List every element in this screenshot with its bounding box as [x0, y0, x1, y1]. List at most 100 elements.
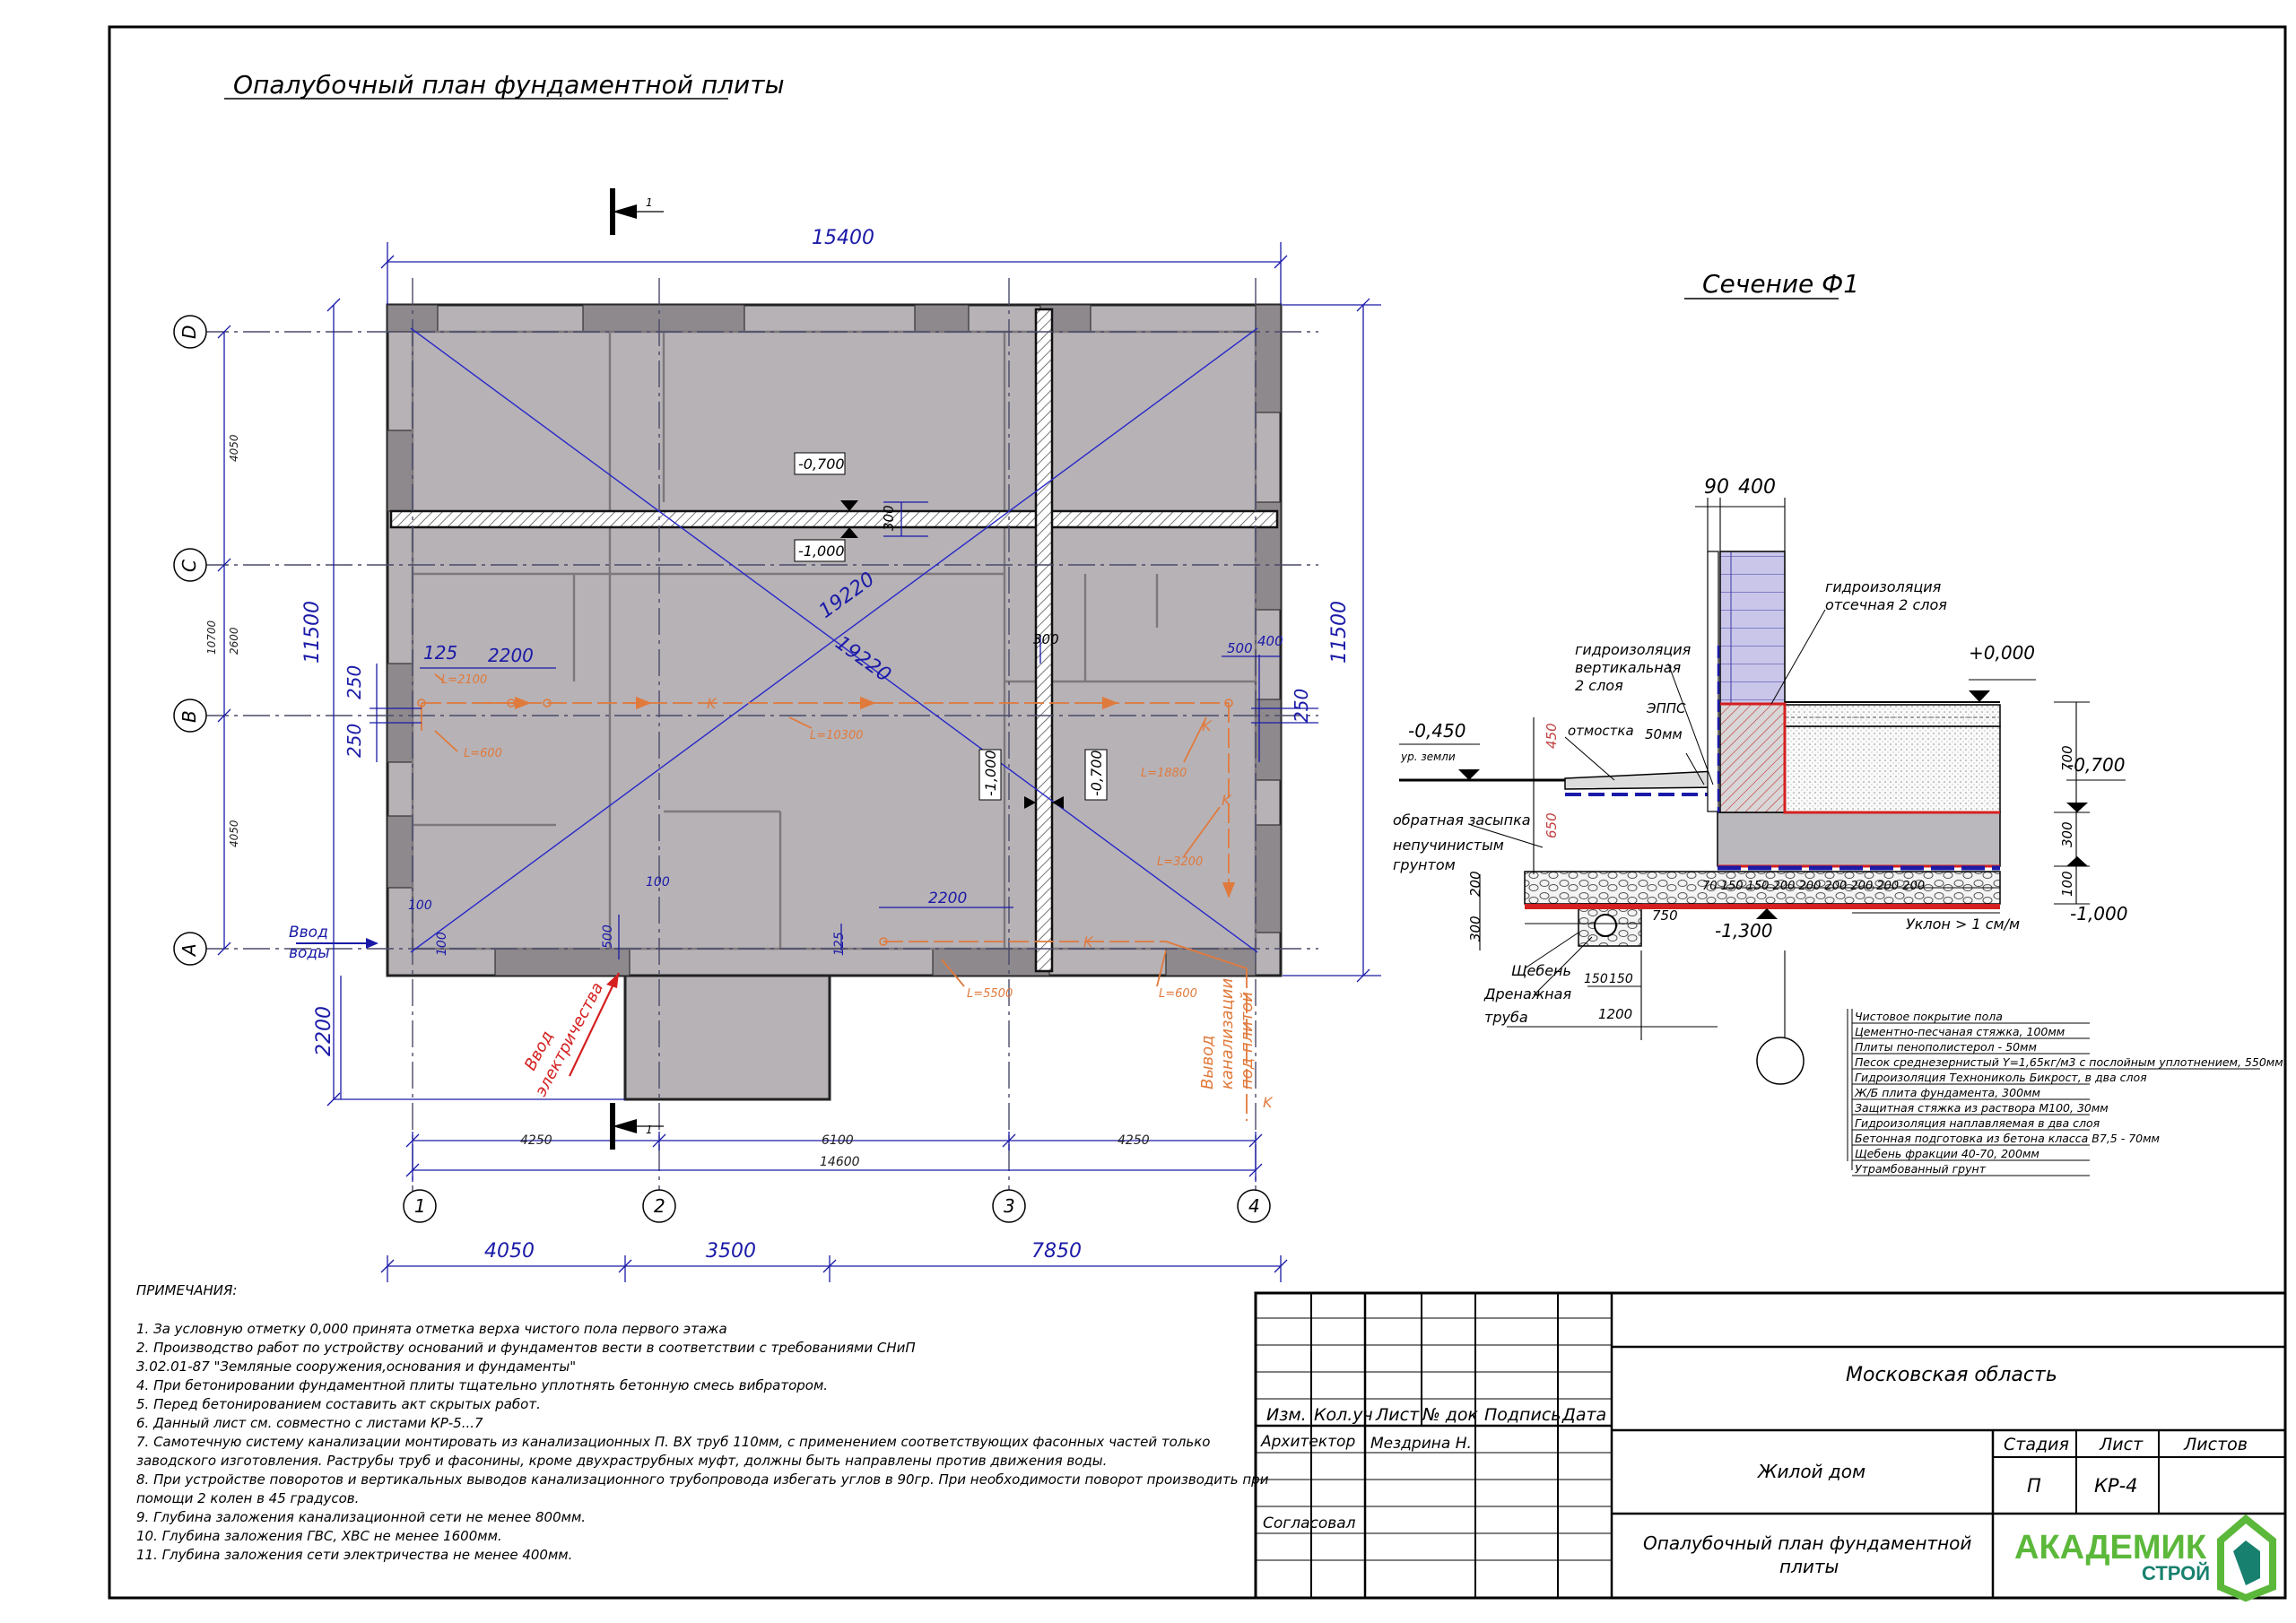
axis-row-d: D	[178, 325, 200, 339]
layer-item: Гидроизоляция Технониколь Бикрост, в два…	[1855, 1071, 2147, 1084]
pipe-label-L600b: L=600	[1159, 987, 1197, 1001]
stamp-region: Московская область	[1846, 1364, 2057, 1386]
layer-item: Щебень фракции 40-70, 200мм	[1855, 1147, 2039, 1160]
logo-house-inner-icon	[2233, 1541, 2260, 1585]
stamp-h-list: Лист	[1375, 1405, 1420, 1425]
level-1000-top: -1,000	[798, 542, 845, 560]
sheet-frame	[108, 25, 2287, 1600]
hydro-cut-line	[1720, 702, 2000, 814]
section-f1: Сечение Ф1	[1393, 269, 2283, 1176]
dim-4250-a: 4250	[520, 1133, 552, 1148]
logo-text-2: СТРОЙ	[2142, 1562, 2210, 1584]
level-marks	[840, 500, 1064, 809]
layers-legend-text: Чистовое покрытие пола Цементно-песчаная…	[1854, 1010, 2283, 1176]
sewer-lines	[421, 673, 1248, 1121]
water-input-label-1: Ввод	[289, 924, 328, 942]
lvl-0700-mark	[2066, 803, 2088, 812]
dim-300-v: 300	[1033, 631, 1059, 647]
stamp-h-ndoc: № док	[1422, 1405, 1479, 1425]
stamp-stage: П	[2027, 1475, 2041, 1497]
stamp-h-sheet: Лист	[2099, 1435, 2144, 1454]
pipe-label-L5500: L=5500	[967, 987, 1013, 1001]
note-line: 10. Глубина заложения ГВС, ХВС не менее …	[136, 1528, 502, 1544]
dim-4250-b: 4250	[1118, 1133, 1150, 1148]
note-line: 4. При бетонировании фундаментной плиты …	[136, 1377, 828, 1393]
floor-screed	[1784, 704, 2001, 727]
electric-input-arrowhead	[606, 973, 619, 988]
backfill-label-3: грунтом	[1393, 856, 1456, 873]
sec-dim-90: 90	[1704, 476, 1729, 499]
pipe-label-L10300: L=10300	[810, 729, 864, 742]
dim-10700: 10700	[205, 620, 218, 655]
level-box-1	[794, 452, 846, 475]
note-line: заводского изготовления. Раструбы труб и…	[136, 1453, 1107, 1469]
dim-400-right: 400	[1257, 633, 1283, 649]
note-line: 11. Глубина заложения сети электричества…	[136, 1547, 572, 1563]
note-line: 3.02.01-87 "Земляные сооружения,основани…	[136, 1358, 576, 1375]
pipe-k-2: K	[1202, 717, 1213, 734]
electric-input-label: Ввод электричества	[521, 979, 607, 1099]
axis-col-1: 1	[414, 1195, 426, 1217]
note-line: 8. При устройстве поворотов и вертикальн…	[136, 1471, 1269, 1488]
grid-bubble-section	[1756, 1037, 1805, 1085]
dim-500-right: 500	[1227, 640, 1253, 656]
drain-label-2: труба	[1484, 1009, 1528, 1026]
dim-300-h: 300	[881, 505, 897, 531]
pipe-k-3: K	[1222, 792, 1232, 809]
notes: ПРИМЕЧАНИЯ: 1. За условную отметку 0,000…	[136, 1282, 1269, 1563]
section-cut-top: 1	[610, 188, 664, 235]
stamp-h-sheets: Листов	[2183, 1435, 2248, 1454]
masonry-wall	[1719, 551, 1786, 705]
stamp-h-sign: Подпись	[1484, 1405, 1561, 1425]
dim-100-c: 100	[646, 875, 670, 890]
dim-4050-cd: 4050	[228, 434, 240, 462]
hydro-vert-label-3: 2 слоя	[1575, 677, 1623, 694]
stamp-role-arch: Архитектор	[1260, 1433, 1355, 1451]
pipe-label-L1880: L=1880	[1141, 767, 1187, 780]
drain-label-1: Дренажная	[1483, 985, 1571, 1002]
layer-item: Чистовое покрытие пола	[1855, 1010, 2003, 1023]
note-line: 1. За условную отметку 0,000 принята отм…	[136, 1321, 727, 1337]
dimension-lines	[217, 242, 1381, 1282]
stamp-h-date: Дата	[1561, 1405, 1606, 1425]
stamp-name-arch: Мездрина Н.	[1370, 1435, 1472, 1453]
otmostka	[1564, 770, 1718, 790]
sec-dim-650: 650	[1544, 812, 1560, 838]
epps-label-2: 50мм	[1645, 726, 1683, 742]
layer-item: Защитная стяжка из раствора М100, 30мм	[1855, 1101, 2109, 1115]
section-dims	[1479, 498, 2090, 1040]
stamp-sheet: КР-4	[2094, 1475, 2138, 1497]
stamp-object: Жилой дом	[1756, 1461, 1866, 1482]
dim-250-right: 250	[1291, 689, 1312, 723]
layer-item: Ж/Б плита фундамента, 300мм	[1854, 1086, 2040, 1099]
sec-dim-150a: 150	[1584, 972, 1608, 986]
concrete-prep	[1525, 904, 2000, 909]
note-line: 2. Производство работ по устройству осно…	[136, 1340, 916, 1356]
slope-label: Уклон > 1 см/м	[1906, 916, 2020, 933]
lvl-0450: -0,450	[1408, 720, 1465, 742]
svg-text:канализации: канализации	[1218, 978, 1237, 1089]
sec-dim-1200: 1200	[1598, 1006, 1632, 1022]
sec-dim-700: 700	[2059, 745, 2075, 771]
stamp-h-kolvo: Кол.уч	[1314, 1405, 1373, 1425]
layer-item: Гидроизоляция наплавляемая в два слоя	[1855, 1116, 2100, 1130]
dim-250-b: 250	[344, 724, 365, 758]
entrance-slab	[623, 974, 831, 1101]
sec-dim-750: 750	[1652, 907, 1678, 924]
svg-text:Вывод: Вывод	[1198, 1035, 1217, 1089]
dim-500-low: 500	[601, 924, 615, 949]
dim-100-b: 100	[435, 932, 449, 956]
pipe-k-5: K	[1263, 1094, 1274, 1111]
sec-dim-row: 70 150 150 200 200 200 200 200 200	[1702, 880, 1925, 893]
section-leaders	[1470, 609, 1848, 1161]
diagonals	[410, 327, 1258, 953]
dim-4050-bottom: 4050	[484, 1240, 535, 1263]
stamp-drawing-1: Опалубочный план фундаментной	[1643, 1532, 1971, 1554]
axis-col-4: 4	[1248, 1195, 1260, 1217]
lvl-0000-mark	[1969, 690, 1990, 702]
dim-11500-right: 11500	[1328, 601, 1351, 664]
axis-col-3: 3	[1004, 1195, 1015, 1217]
hydro-vert-label-1: гидроизоляция	[1575, 641, 1692, 658]
layer-item: Плиты пенополистерол - 50мм	[1855, 1040, 2037, 1054]
note-line: 6. Данный лист см. совместно с листами К…	[136, 1415, 483, 1431]
